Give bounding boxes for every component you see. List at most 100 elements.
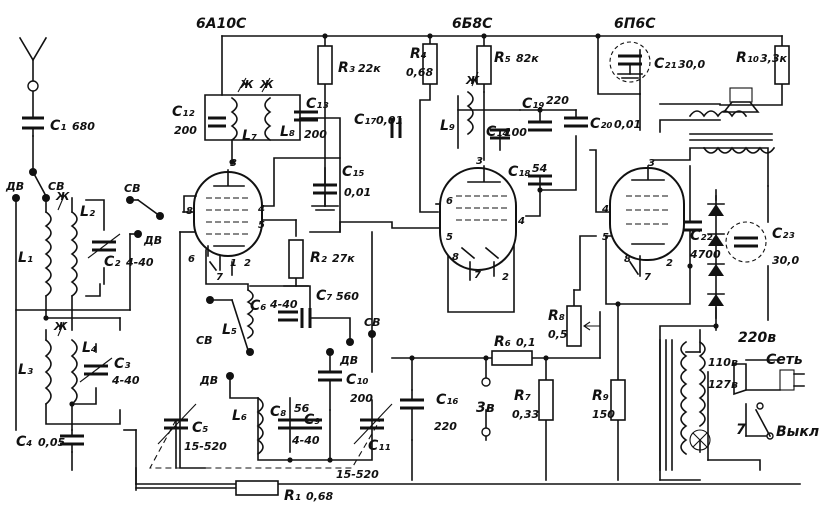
value-c16: 220 — [434, 420, 457, 433]
resistor-r3 — [317, 45, 333, 85]
pin-t1-3: 3 — [230, 158, 237, 169]
pin-t1-2: 2 — [244, 258, 251, 269]
coil-l9 — [466, 90, 474, 136]
coil-l8 — [264, 96, 272, 142]
label-off: Выкл — [776, 424, 819, 440]
coil-l4 — [70, 338, 78, 406]
power-switch-icon — [754, 402, 774, 440]
value-r3: 22к — [358, 62, 381, 75]
value-c6: 4-40 — [269, 298, 298, 311]
pin-t2-6: 6 — [446, 196, 453, 207]
pin-t2-2: 2 — [502, 272, 509, 283]
pin-t1-6: 6 — [188, 254, 195, 265]
coils — [44, 90, 474, 456]
potentiometer-wiper-icon — [583, 321, 600, 331]
value-c7: 560 — [336, 290, 359, 303]
label-c12: C₁₂ — [172, 104, 195, 120]
ground-icons — [183, 73, 643, 287]
resistor-r5 — [476, 45, 492, 85]
junctions — [43, 33, 719, 463]
label-c4: C₄ — [16, 434, 32, 450]
speaker-icon — [722, 87, 760, 113]
if-mark-5: Ж — [465, 74, 480, 87]
if-mark-4: Ж — [259, 78, 274, 91]
label-l5: L₅ — [222, 322, 237, 338]
label-r4: R₄ — [410, 46, 427, 62]
coil-l1 — [44, 210, 52, 298]
pin-t3-3: 3 — [648, 158, 655, 169]
label-c20: C₂₀ — [590, 116, 613, 132]
label-c5: C₅ — [192, 420, 208, 436]
labels: 6А10С 6Б8С 6П6С C₁ 680 C₂ 4-40 C₃ 4-40 C… — [5, 16, 819, 504]
label-c18: C₁₈ — [508, 164, 531, 180]
label-l8: L₈ — [280, 124, 295, 140]
value-c4: 0,05 — [38, 436, 65, 449]
label-3v: 3в — [476, 400, 495, 416]
tube-t2 — [439, 165, 517, 281]
band-label-sv-2: СВ — [124, 182, 140, 195]
value-c14: 100 — [504, 126, 527, 139]
value-c15: 0,01 — [344, 186, 371, 199]
core-marks — [57, 71, 479, 337]
resistor-r9 — [610, 379, 626, 421]
pin-t1-5: 5 — [258, 220, 265, 231]
pin-t3-2: 2 — [666, 258, 673, 269]
value-c3: 4-40 — [111, 374, 140, 387]
value-r5: 82к — [516, 52, 539, 65]
value-c21: 30,0 — [678, 58, 705, 71]
label-l4: L₄ — [82, 340, 97, 356]
label-c22: C₂₂ — [690, 228, 713, 244]
value-r9: 150 — [592, 408, 615, 421]
label-l6: L₆ — [232, 408, 247, 424]
if-mark-3: Ж — [239, 78, 254, 91]
value-c22: 4700 — [689, 248, 721, 261]
band-switch-contacts — [12, 168, 376, 380]
value-r6: 0,1 — [516, 336, 536, 349]
rectifier-diodes — [707, 195, 725, 319]
label-c11: C₁₁ — [368, 438, 391, 454]
output-transformer — [688, 110, 776, 154]
tube-label-t2: 6Б8С — [452, 16, 493, 32]
label-c16: C₁₆ — [436, 392, 459, 408]
label-mains: Сеть — [766, 352, 803, 368]
label-r1: R₁ — [284, 488, 301, 504]
coil-l7 — [230, 96, 238, 142]
label-c14: C₁₄ — [486, 124, 509, 140]
label-c7: C₇ — [316, 288, 332, 304]
value-c5: 15-520 — [184, 440, 227, 453]
band-label-dv-1: ДВ — [5, 180, 24, 193]
label-r9: R₉ — [592, 388, 609, 404]
value-c20: 0,01 — [614, 118, 641, 131]
tube-label-t3: 6П6С — [614, 16, 656, 32]
label-c6: C₆ — [250, 298, 266, 314]
label-r10: R₁₀ — [736, 50, 759, 66]
pin-t2-8: 8 — [452, 252, 459, 263]
label-c10: C₁₀ — [346, 372, 369, 388]
pin-t1-1: 1 — [230, 258, 237, 269]
label-l7: L₇ — [242, 128, 257, 144]
label-r7: R₇ — [514, 388, 531, 404]
value-r7: 0,33 — [512, 408, 539, 421]
electrolytic-caps — [609, 41, 767, 263]
band-label-dv-3: ДВ — [199, 374, 218, 387]
pilot-lamp-icon — [689, 429, 711, 451]
value-c11: 15-520 — [336, 468, 379, 481]
pin-t3-7: 7 — [644, 272, 651, 283]
if-mark-2: Ж — [53, 320, 68, 333]
coil-l5 — [246, 288, 254, 340]
value-r8: 0,5 — [548, 328, 568, 341]
label-c21: C₂₁ — [654, 56, 677, 72]
gang-link — [149, 419, 381, 469]
tube-t1 — [193, 169, 263, 272]
resistor-r2 — [288, 239, 304, 279]
value-c18: 54 — [532, 162, 547, 175]
value-c9: 4-40 — [291, 434, 320, 447]
label-l9: L₉ — [440, 118, 455, 134]
value-c19: 220 — [546, 94, 569, 107]
pin-t3-4: 4 — [601, 204, 609, 215]
pin-t3-8: 8 — [624, 254, 631, 265]
pin-t2-5: 5 — [446, 232, 453, 243]
tube-label-t1: 6А10С — [196, 16, 247, 32]
label-c9: C₉ — [304, 412, 320, 428]
